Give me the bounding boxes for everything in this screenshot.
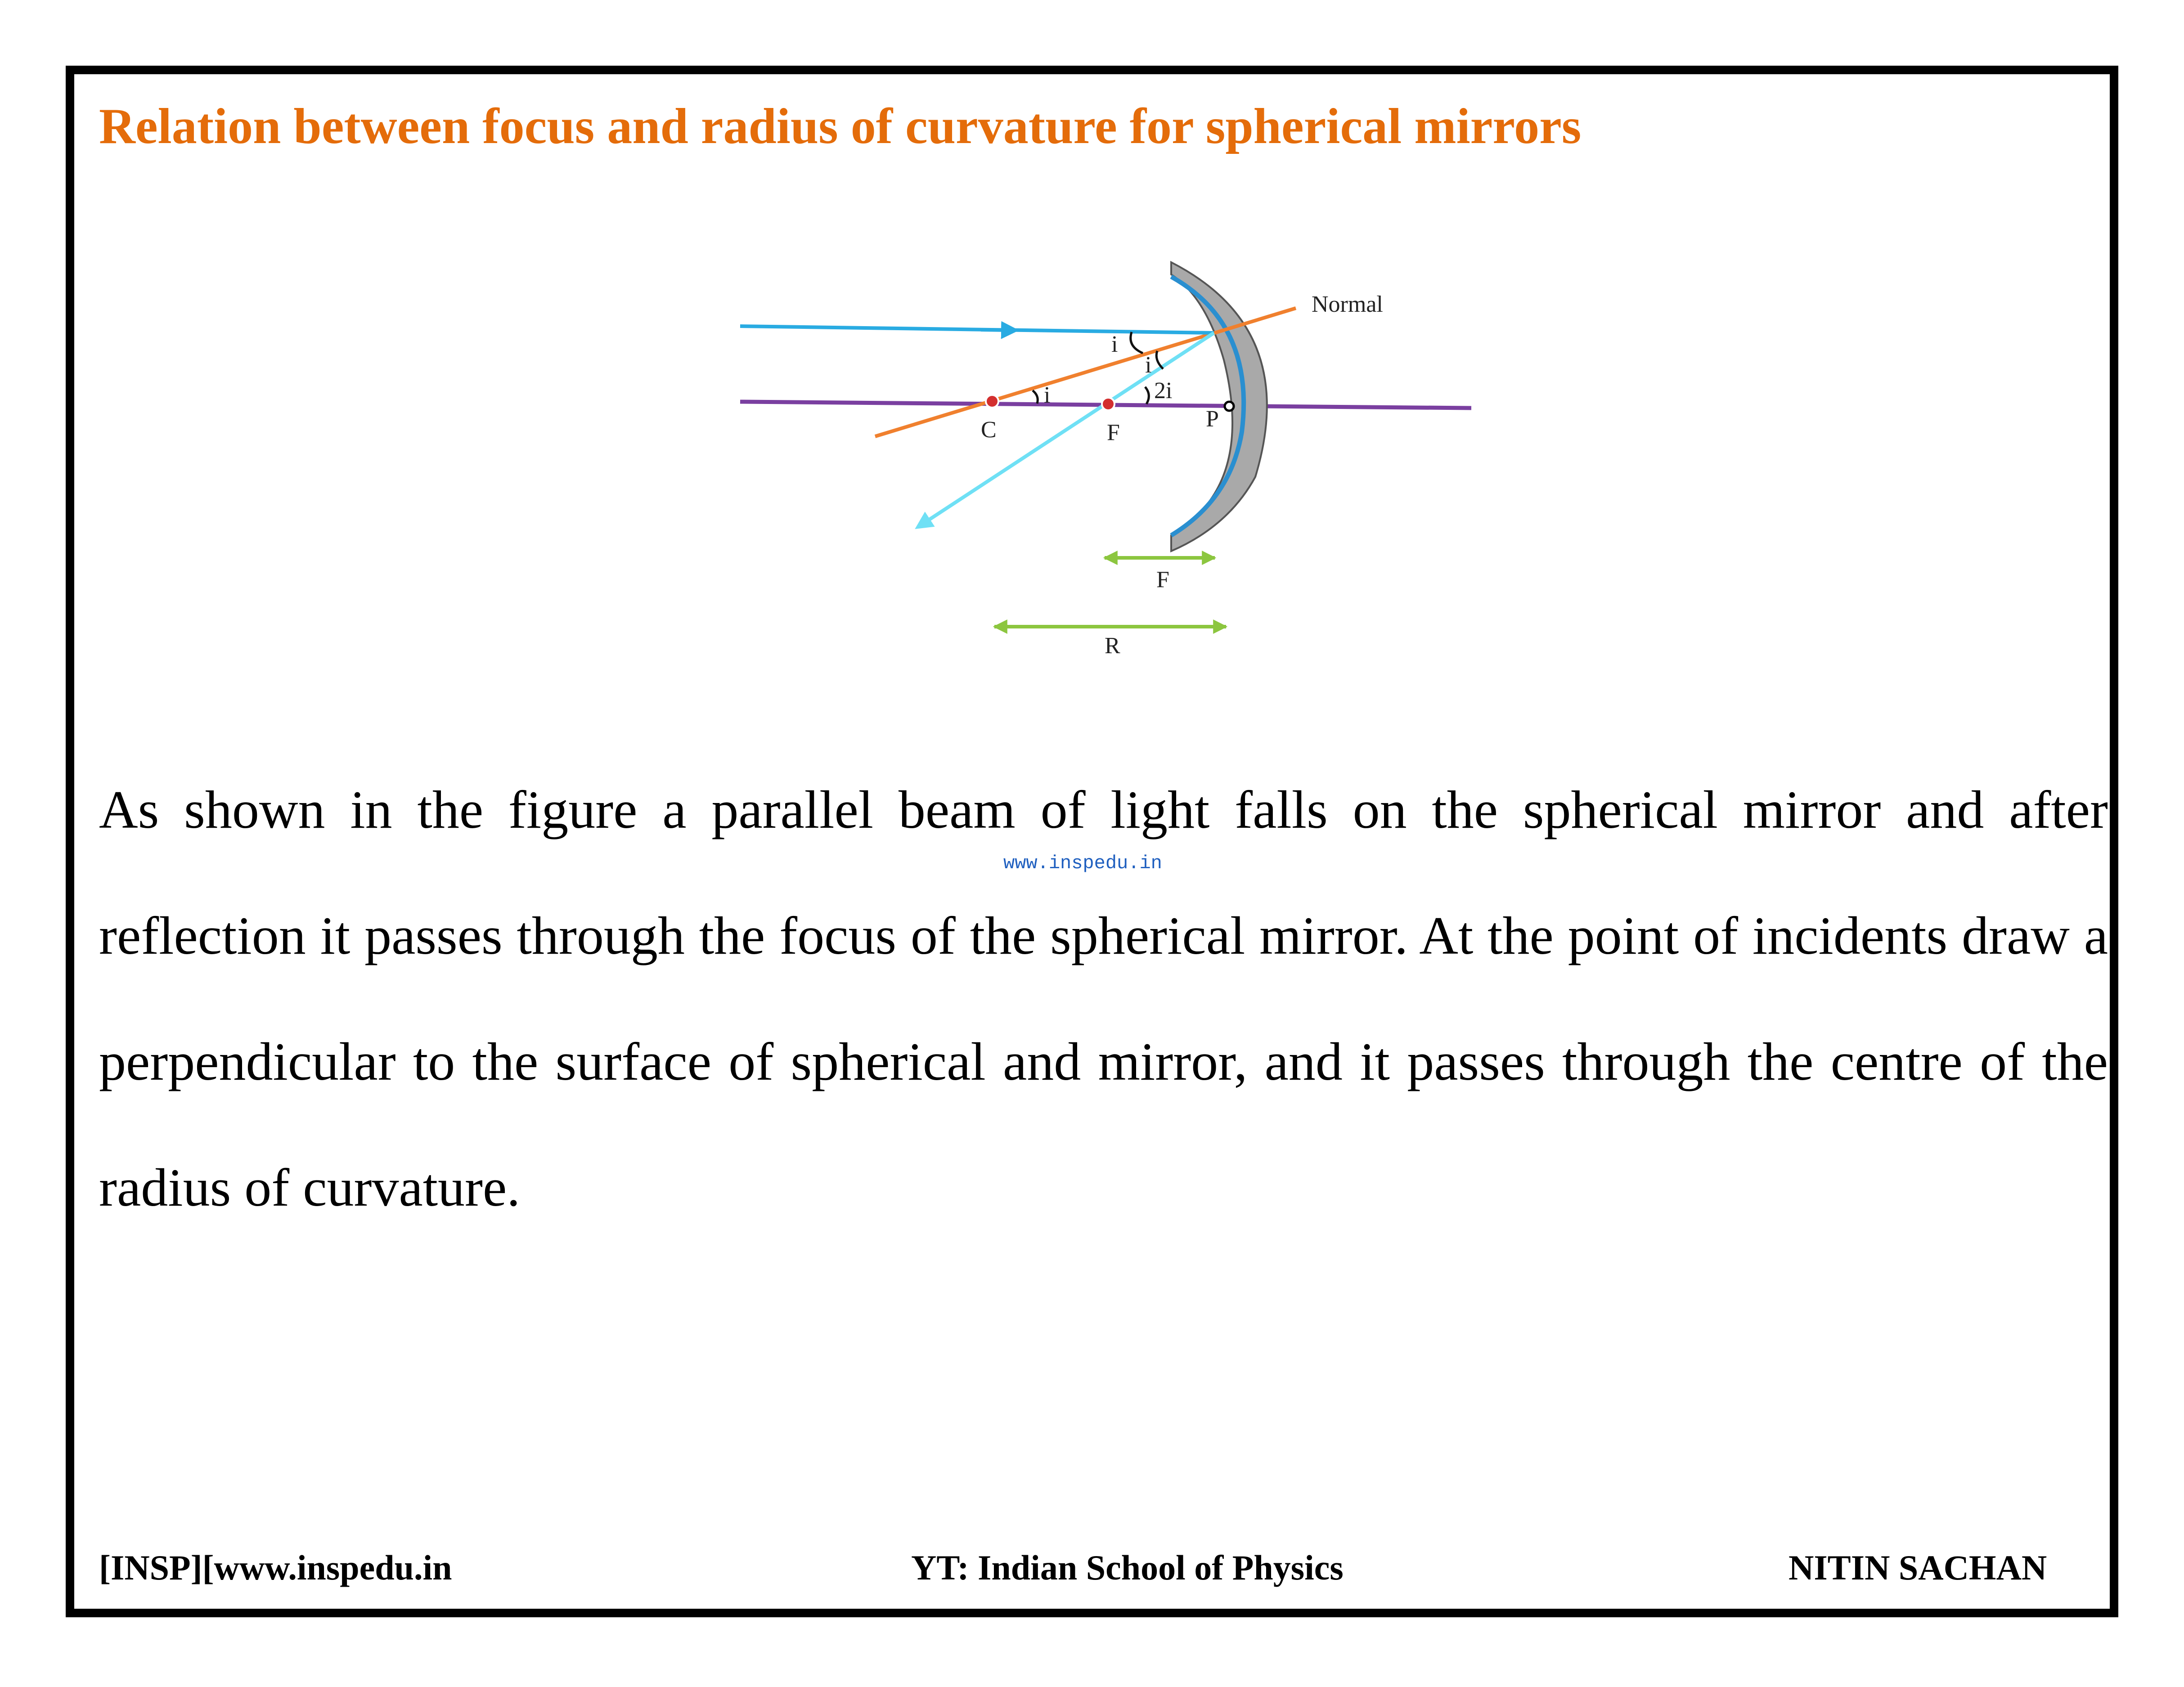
page-border (66, 66, 2118, 1617)
reflected-ray (915, 331, 1215, 529)
angle-arc-incident (1129, 332, 1144, 354)
mirror-reflecting-surface (1170, 274, 1246, 538)
incident-ray (740, 324, 1214, 335)
footer-site: [INSP][www.inspedu.in (99, 1548, 452, 1587)
radius-label: R (1105, 633, 1120, 659)
footer-channel: YT: Indian School of Physics (911, 1548, 1344, 1587)
normal-label: Normal (1312, 292, 1383, 317)
angle-arc-2i (1144, 386, 1150, 405)
angle-arc-center (1032, 390, 1039, 404)
footer-author: NITIN SACHAN (1789, 1548, 2047, 1587)
body-paragraph: As shown in the figure a parallel beam o… (99, 780, 2108, 1217)
angle-2i-label: 2i (1154, 378, 1172, 404)
point-f-label: F (1107, 420, 1120, 445)
angle-i-incident-label: i (1111, 332, 1118, 357)
page-title: Relation between focus and radius of cur… (99, 99, 1582, 154)
watermark-link: www.inspedu.in (1003, 852, 1162, 874)
normal-line (874, 306, 1297, 438)
point-p-marker (1223, 400, 1235, 412)
mirror-ray-diagram: Normal i i i 2i C F P F R (740, 260, 1472, 659)
focal-length-label: F (1156, 567, 1169, 592)
point-p-label: P (1206, 406, 1219, 432)
angle-i-center-label: i (1044, 382, 1050, 408)
point-c-marker (985, 394, 999, 408)
angle-i-reflected-label: i (1145, 352, 1151, 378)
angle-arc-reflected (1155, 350, 1164, 370)
point-f-marker (1101, 397, 1115, 411)
point-c-label: C (981, 417, 997, 443)
